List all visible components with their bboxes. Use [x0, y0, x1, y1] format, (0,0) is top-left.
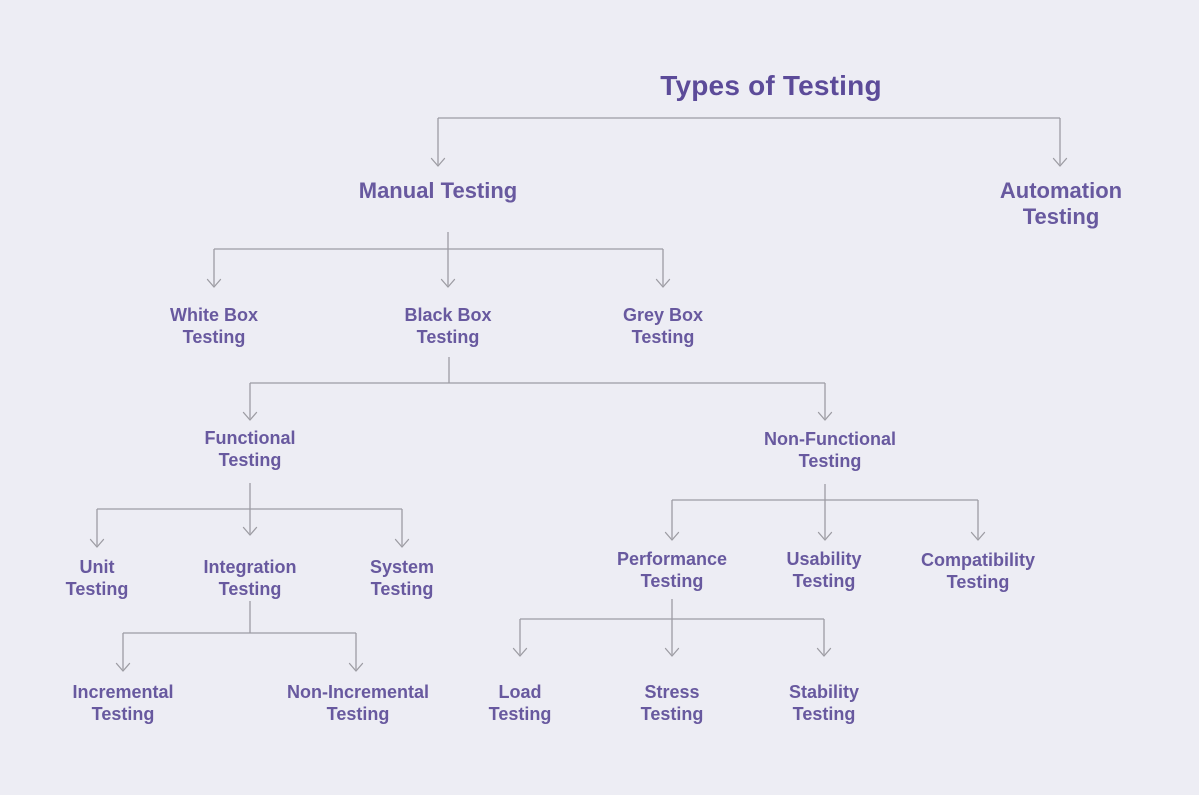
node-stability: Stability Testing [788, 682, 860, 724]
node-stress: Stress Testing [640, 682, 704, 724]
node-manual: Manual Testing [358, 178, 518, 203]
node-grey-box: Grey Box Testing [622, 305, 704, 347]
node-integration: Integration Testing [203, 557, 297, 599]
node-non-functional: Non-Functional Testing [764, 429, 896, 471]
node-usability: Usability Testing [786, 549, 862, 591]
node-unit: Unit Testing [65, 557, 129, 599]
node-performance: Performance Testing [616, 549, 728, 591]
diagram-title: Types of Testing [660, 70, 882, 101]
node-black-box: Black Box Testing [404, 305, 492, 347]
node-functional: Functional Testing [204, 428, 296, 470]
node-load: Load Testing [488, 682, 552, 724]
node-non-incremental: Non-Incremental Testing [286, 682, 430, 724]
node-white-box: White Box Testing [170, 305, 258, 347]
node-compatibility: Compatibility Testing [920, 550, 1036, 592]
node-system: System Testing [369, 557, 435, 599]
node-incremental: Incremental Testing [72, 682, 174, 724]
node-automation: Automation Testing [999, 178, 1123, 229]
